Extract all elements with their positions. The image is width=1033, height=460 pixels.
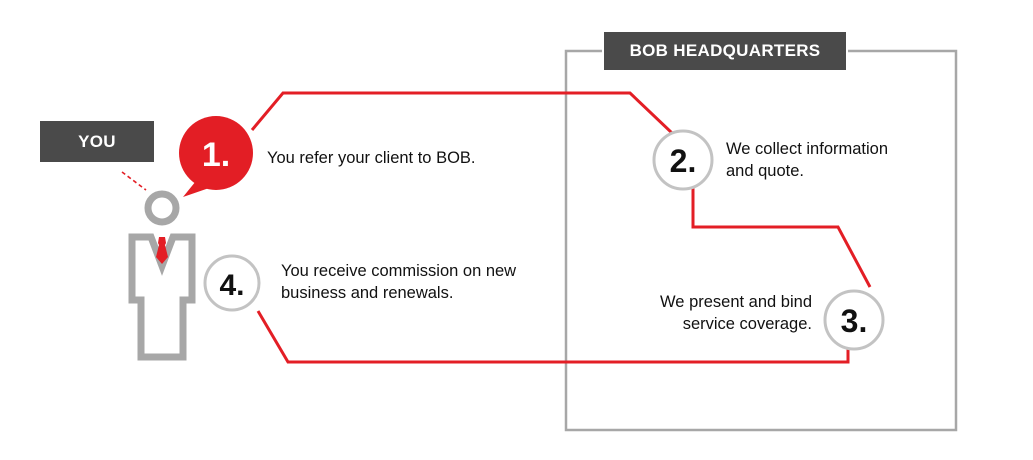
- step-2-description: We collect information and quote.: [726, 138, 941, 182]
- step-1-line-1: You refer your client to BOB.: [267, 149, 476, 167]
- person-icon: [128, 190, 196, 361]
- headquarters-frame: [564, 49, 958, 432]
- step-1-description: You refer your client to BOB.: [267, 147, 557, 169]
- step-4-line-1: You receive commission on new: [281, 262, 517, 280]
- step-1-bubble: 1.: [179, 116, 253, 197]
- headquarters-label-rest: HEADQUARTERS: [668, 41, 821, 60]
- you-connector: [121, 171, 147, 191]
- step-2-line-1: We collect information: [726, 140, 889, 158]
- headquarters-label: BOB HEADQUARTERS: [604, 32, 846, 70]
- step-2-number: 2.: [670, 143, 697, 179]
- step-3-line-2: service coverage.: [682, 315, 812, 333]
- step-2-circle: 2.: [652, 129, 714, 191]
- step-4-line-2: business and renewals.: [281, 284, 454, 302]
- you-label: YOU: [40, 121, 154, 162]
- step-4-number: 4.: [219, 269, 244, 302]
- step-3-description: We present and bind service coverage.: [620, 291, 812, 335]
- you-label-text: YOU: [78, 131, 116, 151]
- step-4-circle: 4.: [203, 254, 261, 312]
- step-3-number: 3.: [841, 303, 868, 339]
- step-1-number: 1.: [202, 136, 230, 174]
- headquarters-label-bold: BOB: [629, 41, 669, 60]
- step-3-circle: 3.: [823, 289, 885, 351]
- step-2-line-2: and quote.: [726, 162, 804, 180]
- step-3-line-1: We present and bind: [660, 293, 812, 311]
- step-4-description: You receive commission on new business a…: [281, 260, 561, 304]
